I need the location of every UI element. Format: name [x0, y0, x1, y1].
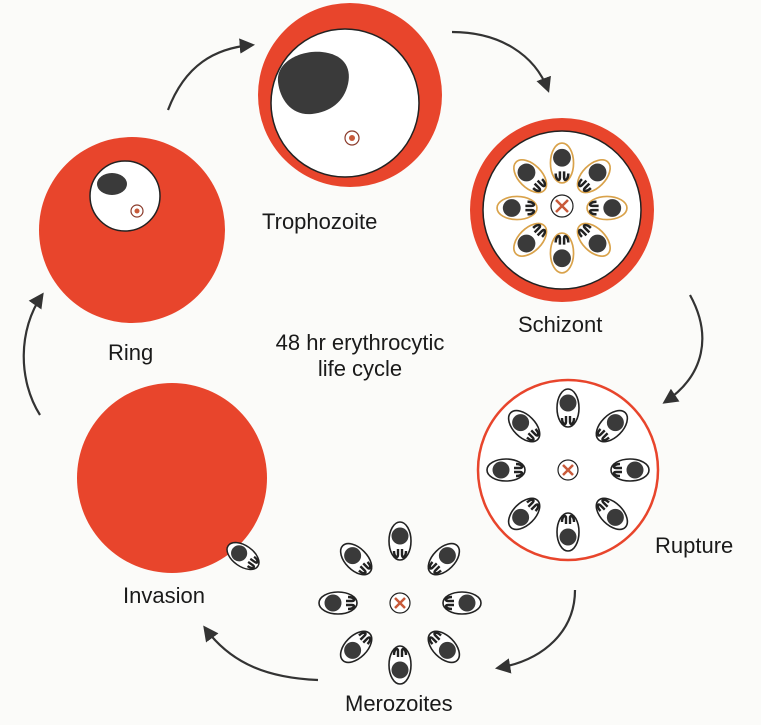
merozoites-label: Merozoites: [345, 691, 453, 717]
merozoite: [319, 592, 357, 614]
merozoite: [423, 626, 465, 668]
center-title-line1: 48 hr erythrocytic: [240, 330, 480, 356]
invasion-label: Invasion: [123, 583, 205, 609]
merozoite: [423, 538, 465, 580]
invasion-cell: [77, 383, 267, 575]
rupture-label: Rupture: [655, 533, 733, 559]
arrow-ring-to-trophozoite: [168, 45, 252, 110]
trophozoite-cell: [258, 3, 442, 187]
merozoite: [497, 196, 537, 219]
schizont-label: Schizont: [518, 312, 602, 338]
ring-label: Ring: [108, 340, 153, 366]
arrow-schizont-to-rupture: [665, 295, 702, 402]
arrow-merozoites-to-invasion: [205, 628, 318, 680]
merozoite: [550, 233, 573, 273]
merozoite: [487, 459, 525, 481]
arrow-trophozoite-to-schizont: [452, 32, 548, 90]
arrow-rupture-to-merozoites: [498, 590, 575, 668]
merozoite: [611, 459, 649, 481]
free-merozoites: [319, 522, 481, 684]
schizont-cell: [470, 118, 654, 302]
merozoite: [557, 513, 579, 551]
merozoite: [557, 389, 579, 427]
arrow-invasion-to-ring: [24, 295, 42, 415]
ring-cell: [39, 137, 225, 323]
trophozoite-label: Trophozoite: [262, 209, 377, 235]
merozoite: [443, 592, 481, 614]
rupture-cell: [478, 380, 658, 560]
center-title-line2: life cycle: [240, 356, 480, 382]
merozoite: [335, 626, 377, 668]
merozoite: [389, 522, 411, 560]
merozoite: [550, 143, 573, 183]
merozoite: [587, 196, 627, 219]
merozoite: [389, 646, 411, 684]
center-title: 48 hr erythrocytic life cycle: [240, 330, 480, 383]
merozoite: [335, 538, 377, 580]
